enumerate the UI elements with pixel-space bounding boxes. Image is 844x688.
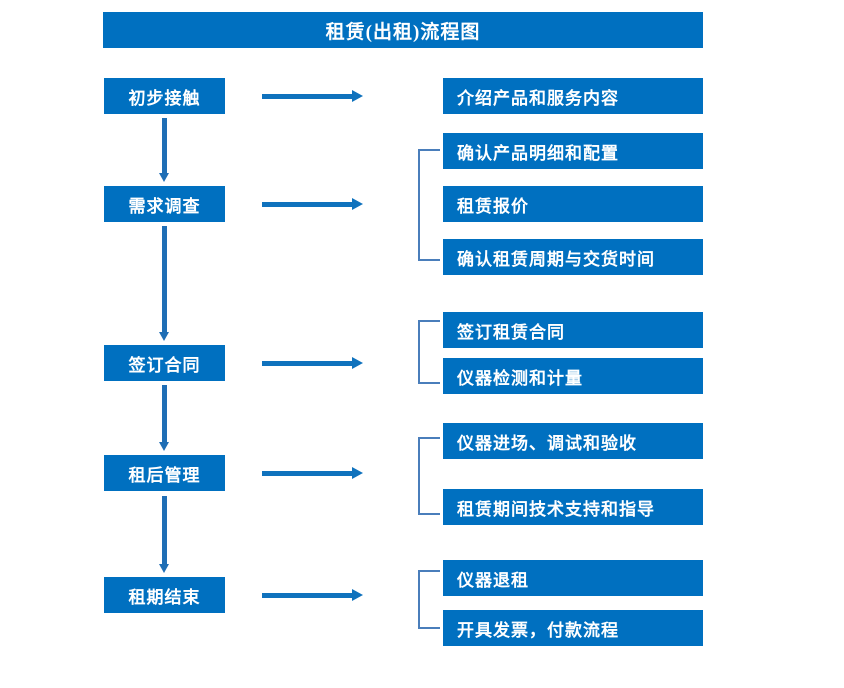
group-bracket-xuqiu-diaocha <box>418 149 440 261</box>
stage-node-zuhou-guanli[interactable]: 租后管理 <box>104 455 225 491</box>
vertical-arrow-2 <box>159 226 170 341</box>
stage-node-qianding-hetong[interactable]: 签订合同 <box>104 345 225 381</box>
detail-node-queren-mingxi[interactable]: 确认产品明细和配置 <box>443 133 703 169</box>
detail-node-jishu-zhichi[interactable]: 租赁期间技术支持和指导 <box>443 489 703 525</box>
detail-node-queren-zhouqi[interactable]: 确认租赁周期与交货时间 <box>443 239 703 275</box>
stage-node-chubu-jiechu[interactable]: 初步接触 <box>104 78 225 114</box>
horizontal-arrow-1 <box>262 90 363 102</box>
vertical-arrow-1 <box>159 118 170 182</box>
horizontal-arrow-2 <box>262 198 363 210</box>
detail-node-qianding-zulin-hetong[interactable]: 签订租赁合同 <box>443 312 703 348</box>
stage-node-xuqiu-diaocha[interactable]: 需求调查 <box>104 186 225 222</box>
horizontal-arrow-4 <box>262 467 363 479</box>
horizontal-arrow-3 <box>262 357 363 369</box>
detail-node-jieshao-chanpin[interactable]: 介绍产品和服务内容 <box>443 78 703 114</box>
detail-node-yiqi-jinchang[interactable]: 仪器进场、调试和验收 <box>443 423 703 459</box>
group-bracket-zuhou-guanli <box>418 437 440 515</box>
vertical-arrow-4 <box>159 496 170 573</box>
detail-node-yiqi-tuizu[interactable]: 仪器退租 <box>443 560 703 596</box>
detail-node-kaiju-fapiao[interactable]: 开具发票，付款流程 <box>443 610 703 646</box>
group-bracket-qianding-hetong <box>418 320 440 384</box>
detail-node-yiqi-jiance[interactable]: 仪器检测和计量 <box>443 358 703 394</box>
vertical-arrow-3 <box>159 385 170 451</box>
horizontal-arrow-5 <box>262 589 363 601</box>
group-bracket-zuqi-jieshu <box>418 570 440 629</box>
detail-node-zulin-baojia[interactable]: 租赁报价 <box>443 186 703 222</box>
stage-node-zuqi-jieshu[interactable]: 租期结束 <box>104 577 225 613</box>
diagram-title: 租赁(出租)流程图 <box>103 12 703 48</box>
